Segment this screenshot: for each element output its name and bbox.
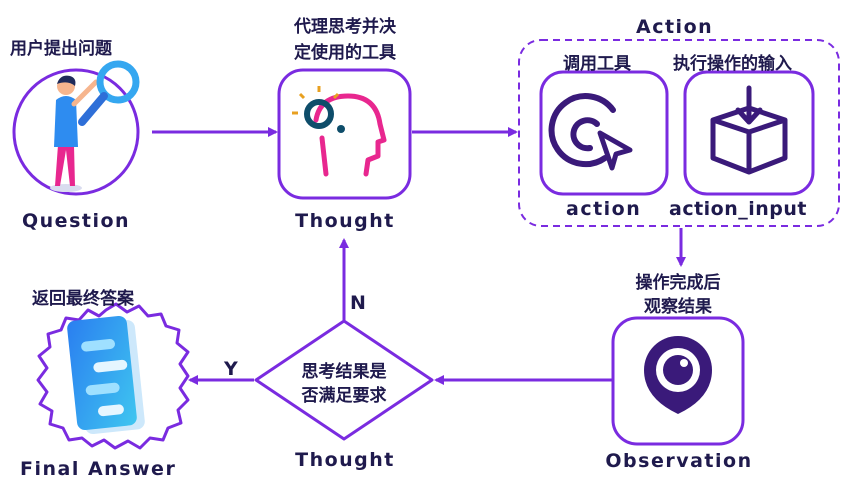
question-title: 用户提出问题 — [10, 39, 112, 59]
final-answer-node — [36, 302, 190, 450]
decision-diamond — [254, 319, 434, 441]
diamond-text-line2: 否满足要求 — [301, 386, 387, 406]
question-node — [12, 60, 140, 196]
action-title: Action — [636, 16, 714, 38]
final-caption: Final Answer — [20, 458, 177, 480]
observation-title-line1: 操作完成后 — [635, 273, 721, 293]
action-input-caption: action_input — [669, 198, 808, 220]
thought-bottom-caption: Thought — [295, 449, 395, 471]
thought-top-caption: Thought — [295, 210, 395, 232]
thought-top-node — [277, 68, 412, 200]
diamond-text-line1: 思考结果是 — [301, 362, 387, 382]
action-group-border — [518, 39, 840, 227]
head-thinking-icon — [292, 86, 387, 177]
observation-caption: Observation — [605, 450, 753, 472]
eye-location-icon — [644, 336, 712, 414]
final-title: 返回最终答案 — [32, 289, 134, 309]
observation-node — [611, 316, 745, 446]
action-tool-title: 调用工具 — [563, 54, 631, 74]
thought-top-title-line1: 代理思考并决 — [294, 17, 396, 37]
observation-title-line2: 观察结果 — [644, 297, 712, 317]
action-tool-node — [539, 70, 669, 196]
action-input-title: 执行操作的输入 — [673, 54, 792, 74]
thought-top-title-line2: 定使用的工具 — [294, 43, 396, 63]
yes-label: Y — [224, 358, 240, 380]
no-label: N — [350, 292, 368, 314]
box-download-icon — [710, 85, 788, 175]
person-with-magnifier-icon — [50, 60, 140, 192]
action-input-node — [683, 70, 815, 196]
phone-chat-icon — [67, 315, 145, 435]
cursor-click-icon — [548, 93, 633, 171]
question-caption: Question — [22, 210, 131, 232]
action-tool-caption: action — [566, 198, 642, 220]
